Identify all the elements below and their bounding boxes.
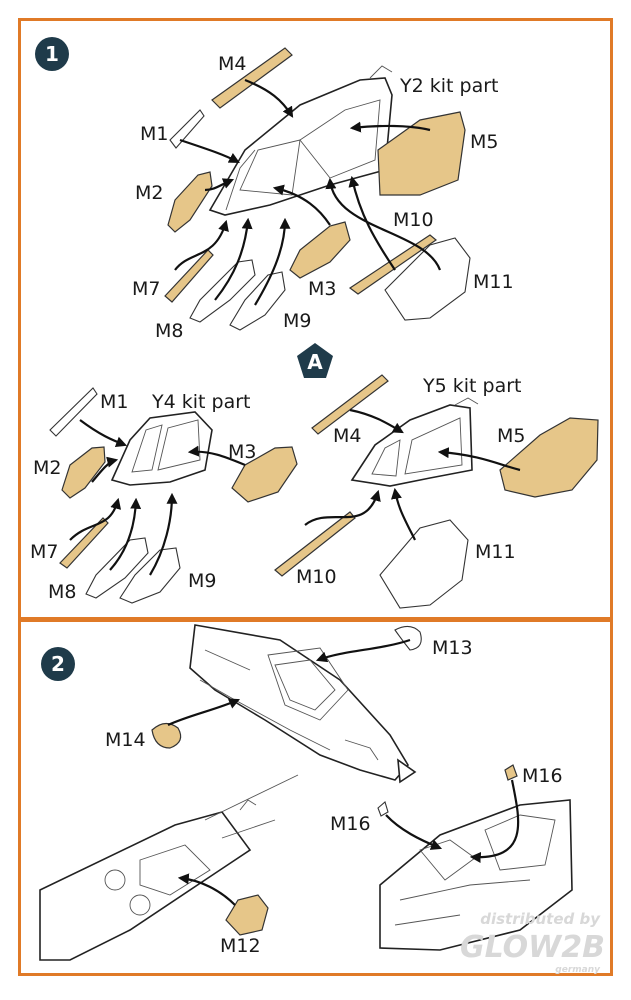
label-m4: M4 xyxy=(218,53,246,75)
label-m5: M5 xyxy=(470,131,498,153)
step-2-badge: 2 xyxy=(41,647,75,681)
mask-m10 xyxy=(348,234,437,295)
y4-film-m1 xyxy=(49,387,98,437)
mask-m2 xyxy=(167,171,213,233)
label-m12: M12 xyxy=(220,935,261,957)
label-y2-kit-part: Y2 kit part xyxy=(399,75,498,97)
y4-label-m7: M7 xyxy=(30,541,58,563)
label-m7: M7 xyxy=(132,278,160,300)
label-m2: M2 xyxy=(135,182,163,204)
y4-label-m1: M1 xyxy=(100,391,128,413)
film-m1 xyxy=(169,109,205,149)
label-m9: M9 xyxy=(283,310,311,332)
label-m1: M1 xyxy=(140,123,168,145)
svg-text:2: 2 xyxy=(51,652,65,676)
y5-film-m11 xyxy=(379,519,469,609)
y2-canopy-part xyxy=(208,65,393,216)
label-m3: M3 xyxy=(308,278,336,300)
film-m16-left xyxy=(377,801,389,817)
y4-label-title: Y4 kit part xyxy=(151,391,250,413)
y4-film-m8 xyxy=(85,537,149,599)
svg-text:A: A xyxy=(307,350,323,374)
label-m14: M14 xyxy=(105,729,146,751)
mask-m14 xyxy=(151,722,182,749)
y4-mask-m7 xyxy=(59,517,109,569)
y4-label-m8: M8 xyxy=(48,581,76,603)
y4-mask-m3 xyxy=(231,446,298,503)
svg-text:distributed by: distributed by xyxy=(480,910,601,928)
y5-label-title: Y5 kit part xyxy=(422,375,521,397)
mask-m16-right xyxy=(504,764,518,781)
film-m11 xyxy=(384,237,471,321)
y4-label-m2: M2 xyxy=(33,457,61,479)
y5-label-m11: M11 xyxy=(475,541,516,563)
fuselage-nose-part xyxy=(189,624,417,784)
y4-film-m9 xyxy=(119,547,181,604)
svg-text:germany: germany xyxy=(555,965,601,975)
y5-mask-m4 xyxy=(311,374,389,435)
rear-cockpit-part xyxy=(39,774,299,961)
y5-mask-m5 xyxy=(499,417,599,498)
mask-m12 xyxy=(225,894,269,936)
film-m13 xyxy=(394,625,422,651)
mask-m4 xyxy=(211,47,293,109)
y5-label-m10: M10 xyxy=(296,566,337,588)
y5-mask-m10 xyxy=(274,511,356,577)
mask-m7 xyxy=(164,249,214,303)
label-m16-left: M16 xyxy=(330,813,371,835)
label-m11: M11 xyxy=(473,271,514,293)
view-a-badge: A xyxy=(297,343,333,378)
distributor-watermark: distributed by GLOW2B germany xyxy=(460,910,605,975)
y5-label-m4: M4 xyxy=(333,425,361,447)
label-m16-right: M16 xyxy=(522,765,563,787)
y4-label-m3: M3 xyxy=(228,441,256,463)
y4-label-m9: M9 xyxy=(188,570,216,592)
label-m8: M8 xyxy=(155,320,183,342)
mask-m5 xyxy=(377,111,466,196)
svg-text:GLOW2B: GLOW2B xyxy=(460,930,605,965)
label-m10: M10 xyxy=(393,209,434,231)
y4-canopy-part xyxy=(110,411,213,486)
label-m13: M13 xyxy=(432,637,473,659)
y5-label-m5: M5 xyxy=(497,425,525,447)
y4-mask-m2 xyxy=(61,446,106,499)
mask-m3 xyxy=(289,221,351,279)
svg-text:1: 1 xyxy=(45,42,59,66)
step-1-badge: 1 xyxy=(35,37,69,71)
y5-canopy-part xyxy=(350,397,479,487)
